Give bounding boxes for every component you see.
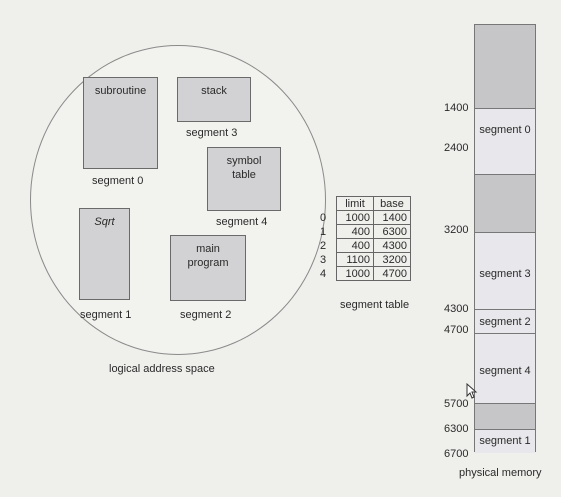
row-index: 1	[320, 225, 327, 238]
segment-1-box: Sqrt	[79, 208, 130, 300]
row-index: 3	[320, 253, 327, 266]
table-row: 3 1100 3200	[320, 252, 411, 267]
segment-4-name-line1: symbol	[226, 155, 262, 167]
segment-0-box: subroutine	[83, 77, 158, 169]
table-row: 2 400 4300	[320, 238, 411, 253]
row-limit: 1100	[336, 252, 374, 267]
memory-segment-4: segment 4	[475, 334, 535, 404]
row-limit: 1000	[336, 266, 374, 281]
header-limit: limit	[336, 196, 374, 211]
address-2400: 2400	[444, 142, 469, 154]
segment-3-box: stack	[177, 77, 251, 122]
memory-segment-1: segment 1	[475, 430, 535, 453]
address-1400: 1400	[444, 102, 469, 114]
row-base: 3200	[373, 252, 411, 267]
memory-segment-0: segment 0	[475, 109, 535, 175]
segment-table: limit base 0 1000 1400 1 400 6300 2 400 …	[320, 196, 411, 281]
address-4700: 4700	[444, 324, 469, 336]
table-row: 0 1000 1400	[320, 210, 411, 225]
memory-segment-3: segment 3	[475, 233, 535, 310]
segment-2-label: segment 2	[180, 309, 232, 321]
memory-segment-4-label: segment 4	[479, 365, 531, 377]
address-6300: 6300	[444, 423, 469, 435]
row-index: 2	[320, 239, 327, 252]
segment-3-label: segment 3	[186, 127, 238, 139]
table-row: 1 400 6300	[320, 224, 411, 239]
address-6700: 6700	[444, 448, 469, 460]
row-base: 4300	[373, 238, 411, 253]
memory-free-block	[475, 175, 535, 233]
segment-1-label: segment 1	[80, 309, 132, 321]
row-limit: 1000	[336, 210, 374, 225]
row-limit: 400	[336, 224, 374, 239]
row-index: 4	[320, 267, 327, 280]
memory-segment-1-label: segment 1	[479, 435, 531, 447]
row-base: 6300	[373, 224, 411, 239]
memory-segment-2: segment 2	[475, 310, 535, 334]
memory-segment-2-label: segment 2	[479, 316, 531, 328]
row-base: 4700	[373, 266, 411, 281]
memory-free-block	[475, 25, 535, 109]
row-index: 0	[320, 211, 327, 224]
row-limit: 400	[336, 238, 374, 253]
table-row: 4 1000 4700	[320, 266, 411, 281]
mouse-cursor-icon	[466, 383, 478, 399]
segment-0-name: subroutine	[94, 85, 147, 97]
address-3200: 3200	[444, 224, 469, 236]
segment-1-name: Sqrt	[94, 216, 115, 228]
address-4300: 4300	[444, 303, 469, 315]
segment-2-box: main program	[170, 235, 246, 301]
segment-4-name-line2: table	[232, 169, 256, 181]
segment-table-caption: segment table	[340, 299, 410, 311]
physical-memory-column: segment 0 segment 3 segment 2 segment 4 …	[474, 24, 536, 453]
memory-segment-3-label: segment 3	[479, 268, 531, 280]
segment-2-name-line2: program	[187, 257, 229, 269]
segment-4-box: symbol table	[207, 147, 281, 211]
segment-0-label: segment 0	[92, 175, 144, 187]
logical-address-space-caption: logical address space	[109, 363, 215, 375]
row-base: 1400	[373, 210, 411, 225]
address-5700: 5700	[444, 398, 469, 410]
segment-3-name: stack	[201, 85, 227, 97]
physical-memory-caption: physical memory	[459, 467, 542, 479]
memory-free-block	[475, 404, 535, 430]
header-base: base	[373, 196, 411, 211]
segment-4-label: segment 4	[216, 216, 268, 228]
memory-segment-0-label: segment 0	[479, 124, 531, 136]
segment-2-name-line1: main	[196, 243, 220, 255]
